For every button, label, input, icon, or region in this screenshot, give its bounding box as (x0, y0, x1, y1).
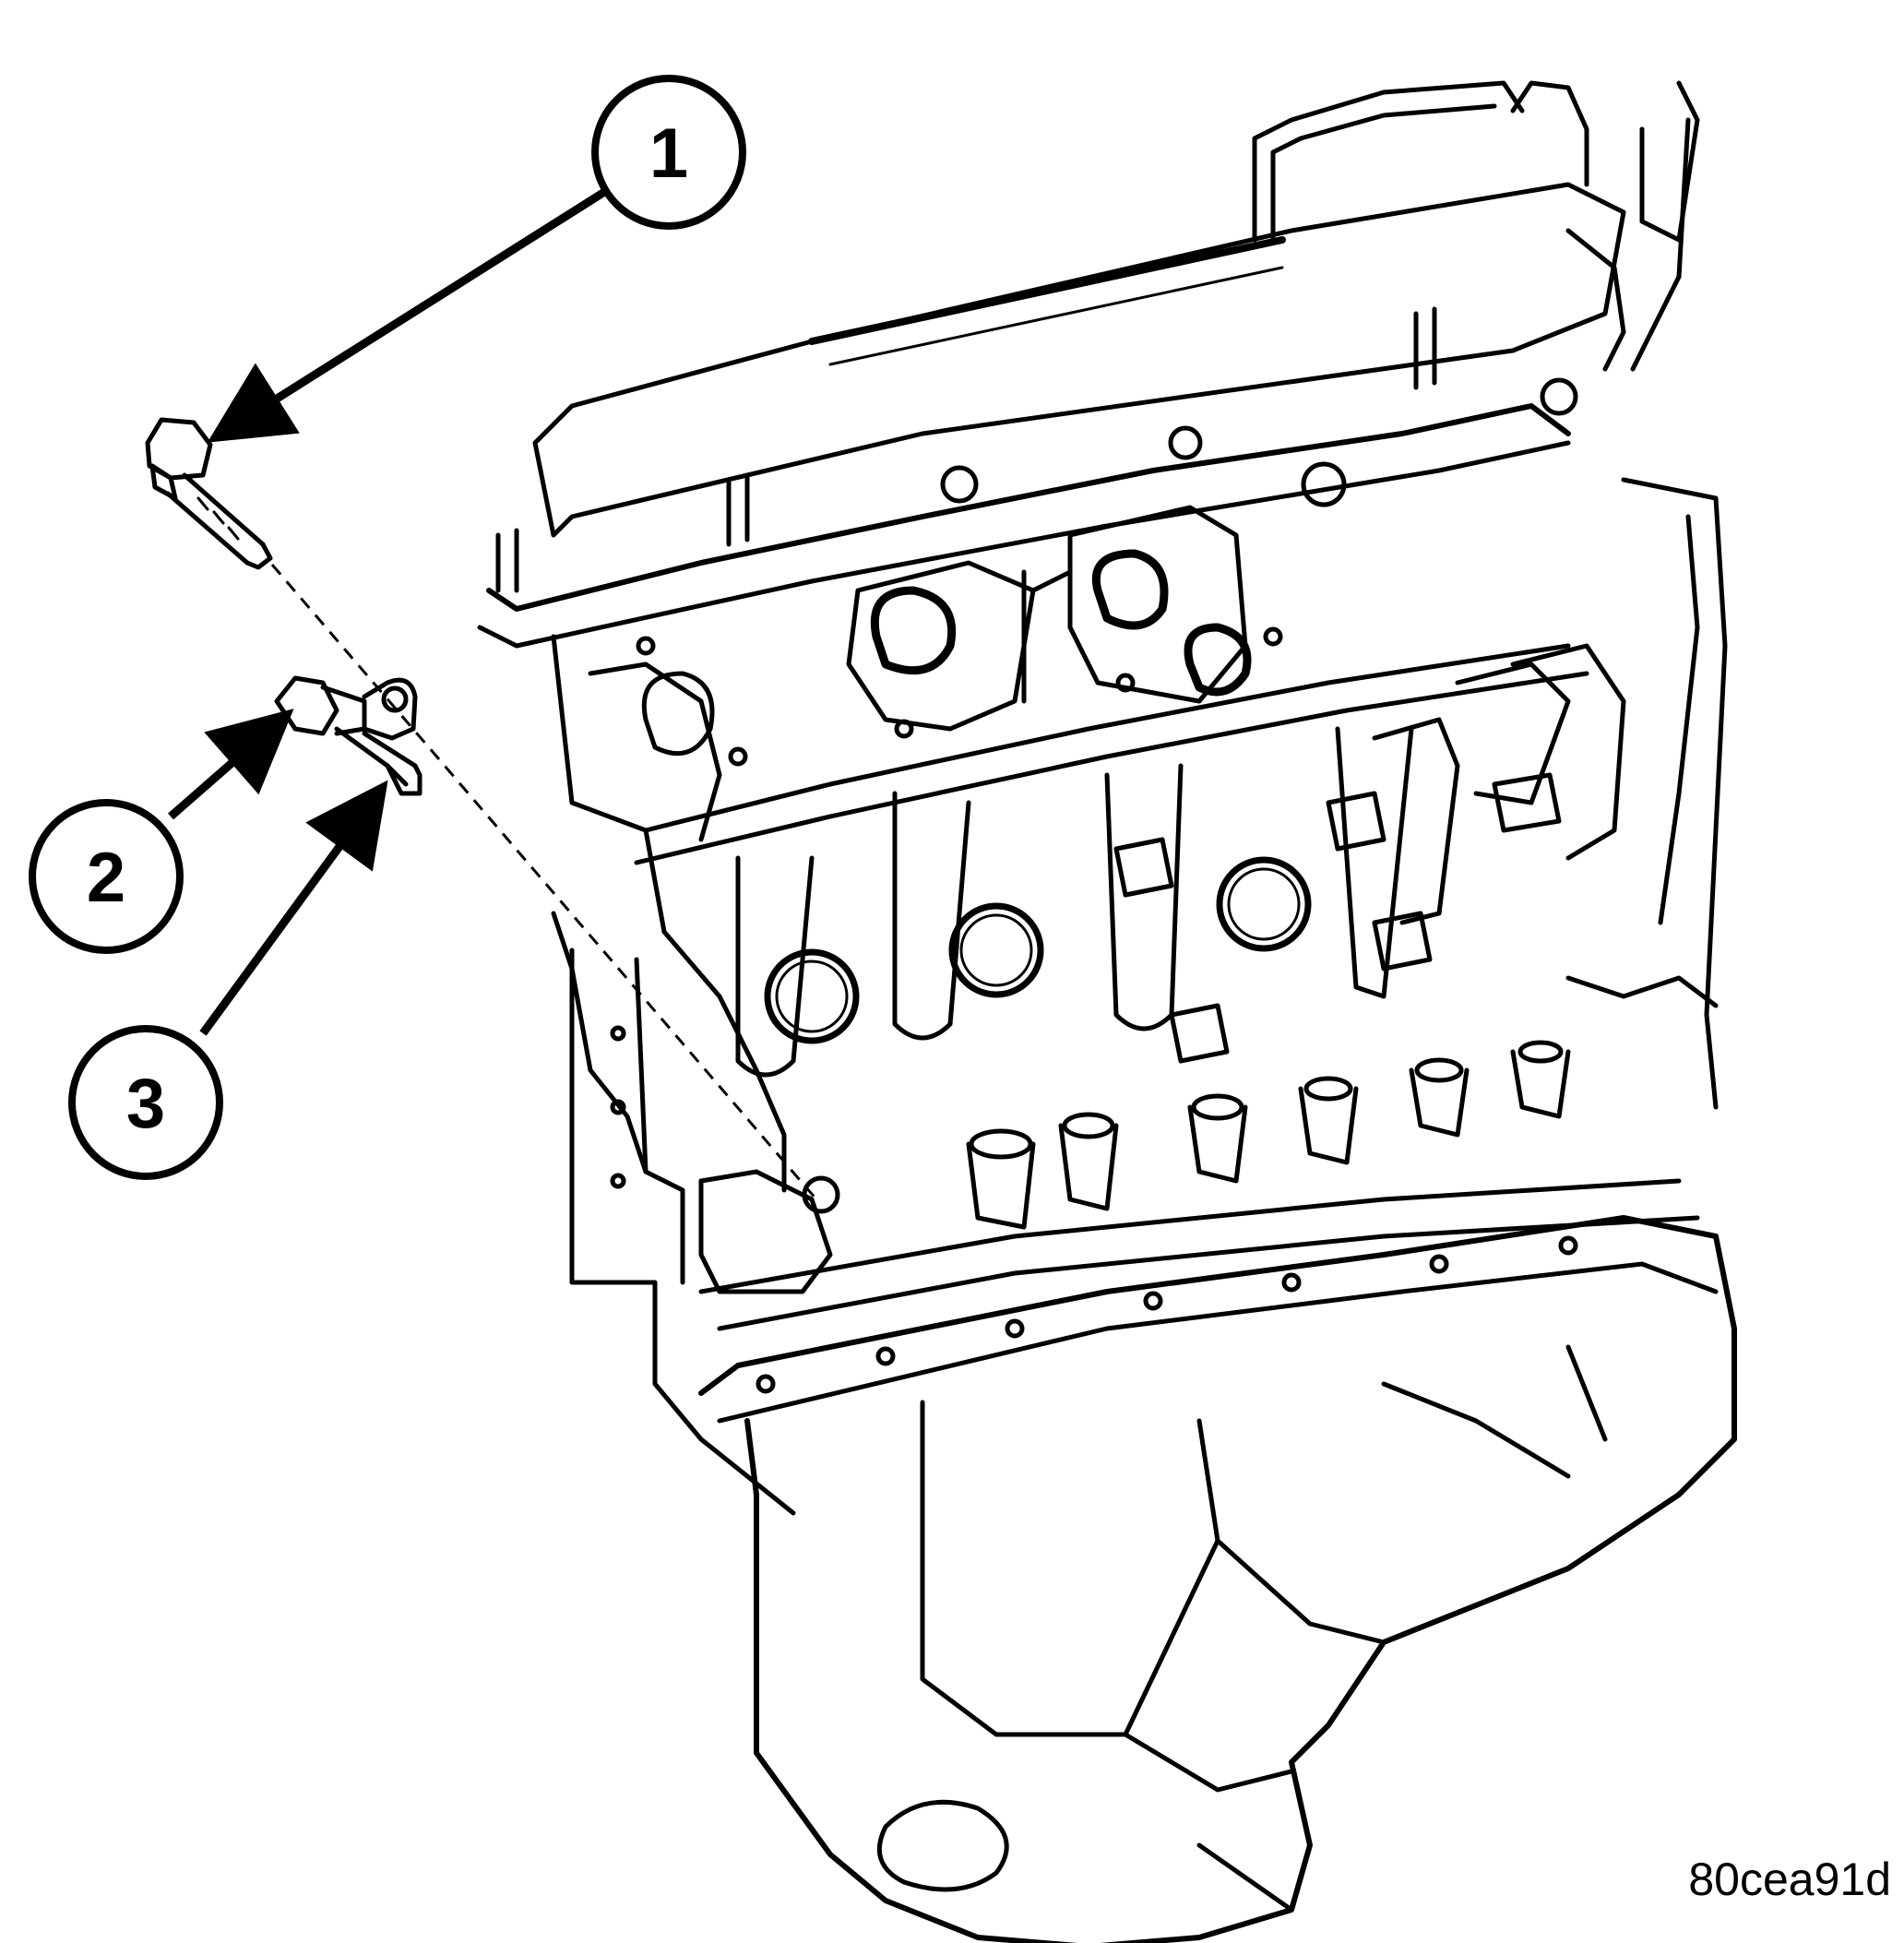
leader-arrow-1 (207, 185, 612, 443)
callout-3: 3 (68, 1025, 223, 1180)
mounting-bolt (145, 417, 273, 570)
callout-1: 1 (591, 75, 746, 230)
figure-code: 80cea91d (1688, 1854, 1891, 1905)
installation-line (270, 564, 818, 1200)
engine-block (477, 80, 1737, 1943)
camshaft-position-sensor (274, 675, 422, 796)
callout-2-label: 2 (87, 839, 125, 917)
callout-2: 2 (29, 799, 184, 954)
callout-1-label: 1 (649, 114, 688, 193)
leader-arrow-2 (168, 709, 294, 820)
leader-arrow-3 (199, 780, 388, 1036)
callout-3-label: 3 (126, 1065, 165, 1143)
